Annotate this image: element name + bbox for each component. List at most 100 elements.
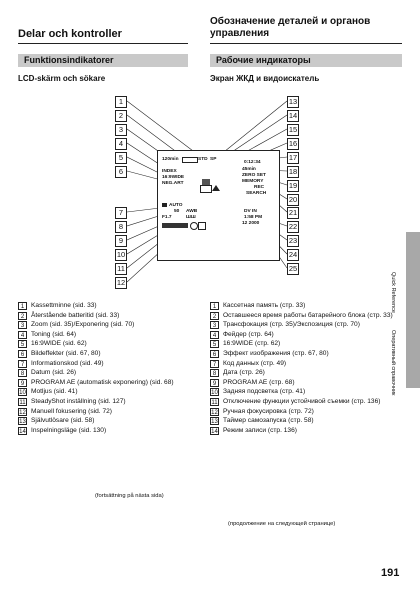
right-page-title-line2: управления <box>210 28 270 39</box>
callout-7: 7 <box>115 207 127 219</box>
side-tab-text-en: Quick Reference <box>390 272 396 313</box>
screen-neg-art: NEG.ART <box>162 181 184 186</box>
screen-shutter: ШШ <box>186 215 196 220</box>
screen-battery: 120min <box>162 157 179 162</box>
screen-auto: AUTO <box>169 203 183 208</box>
callout-12: 12 <box>115 277 127 289</box>
callout-9: 9 <box>115 235 127 247</box>
right-subhead: Экран ЖКД и видоискатель <box>210 74 320 83</box>
callout-6: 6 <box>115 166 127 178</box>
screen-index: INDEX <box>162 169 177 174</box>
side-section-tab <box>406 232 420 388</box>
right-continuation-note: (продолжение на следующей странице) <box>228 521 336 527</box>
callout-13: 13 <box>287 96 299 108</box>
screen-f-number: F1.7 <box>162 215 172 220</box>
left-page-title: Delar och kontroller <box>18 28 122 40</box>
screen-rec-time: 45min <box>242 167 256 172</box>
fader-icon <box>200 185 212 193</box>
tape-icon <box>202 179 210 185</box>
camera-icon <box>162 203 167 207</box>
right-title-rule <box>210 43 402 44</box>
screen-date2: 12 2000 <box>242 221 260 226</box>
screen-rec: REC <box>254 185 265 190</box>
backlight-icon <box>190 222 198 230</box>
left-section-band: Funktionsindikatorer <box>18 54 188 67</box>
left-title-rule <box>18 43 188 44</box>
callout-25: 25 <box>287 263 299 275</box>
callout-24: 24 <box>287 249 299 261</box>
screen-counter: 0:12:34 <box>244 160 261 165</box>
screen-std: STD <box>198 157 208 162</box>
screen-dv-in: DV IN <box>244 209 257 214</box>
callout-20: 20 <box>287 194 299 206</box>
screen-zero-set: ZERO SET <box>242 173 266 178</box>
callout-19: 19 <box>287 180 299 192</box>
callout-1: 1 <box>115 96 127 108</box>
right-page-title-line1: Обозначение деталей и органов <box>210 16 371 27</box>
callout-11: 11 <box>115 263 127 275</box>
callout-18: 18 <box>287 166 299 178</box>
side-tab-text-ru: Оперативный справочник <box>390 330 396 396</box>
screen-date: 1:58 PM <box>244 215 263 220</box>
callout-5: 5 <box>115 152 127 164</box>
callout-16: 16 <box>287 138 299 150</box>
callout-2: 2 <box>115 110 127 122</box>
steadyshot-icon <box>198 222 206 230</box>
left-subhead: LCD-skärm och sökare <box>18 74 106 83</box>
left-continuation-note: (fortsättning på nästa sida) <box>95 493 164 499</box>
callout-3: 3 <box>115 124 127 136</box>
page-number: 191 <box>381 567 400 579</box>
callout-17: 17 <box>287 152 299 164</box>
callout-23: 23 <box>287 235 299 247</box>
screen-sp: SP <box>210 157 217 162</box>
callout-14: 14 <box>287 110 299 122</box>
screen-fifty: 50 <box>174 209 180 214</box>
callout-10: 10 <box>115 249 127 261</box>
lcd-screen-diagram: 120min STD SP 0:12:34 INDEX 16:9WIDE NEG… <box>157 150 280 261</box>
screen-search: SEARCH <box>246 191 267 196</box>
callout-8: 8 <box>115 221 127 233</box>
battery-icon <box>182 157 198 163</box>
warning-icon <box>212 185 220 191</box>
screen-wide: 16:9WIDE <box>162 175 185 180</box>
callout-4: 4 <box>115 138 127 150</box>
screen-memory: MEMORY <box>242 179 264 184</box>
callout-15: 15 <box>287 124 299 136</box>
screen-awb: AWB <box>186 209 198 214</box>
mode-icons-strip <box>162 223 188 228</box>
callout-21: 21 <box>287 207 299 219</box>
callout-22: 22 <box>287 221 299 233</box>
right-section-band: Рабочие индикаторы <box>210 54 402 67</box>
